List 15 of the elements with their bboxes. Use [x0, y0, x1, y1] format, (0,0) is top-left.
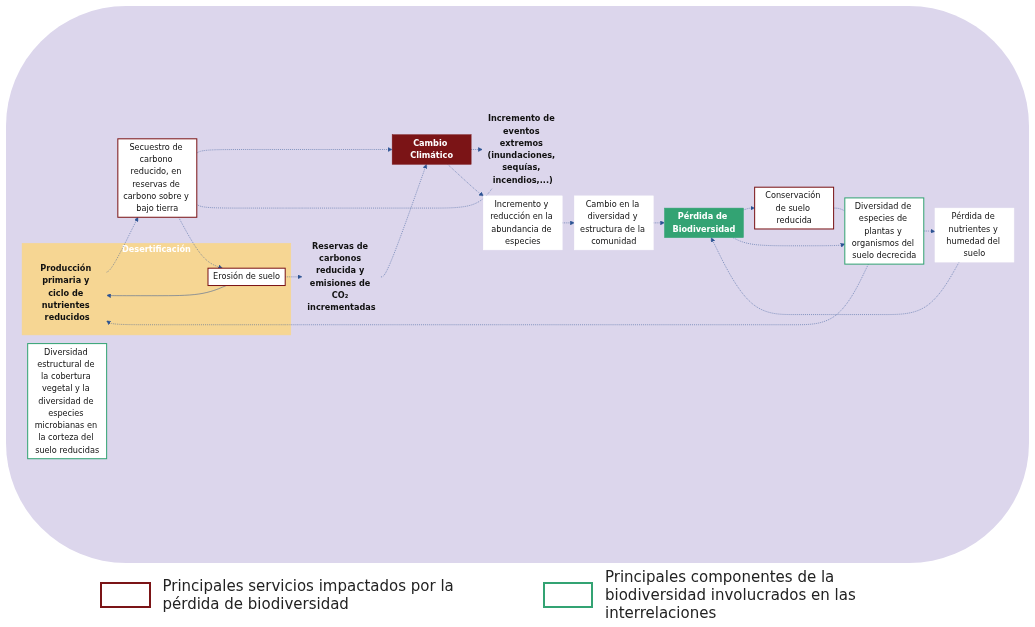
node-box: Pérdida de nutrientes y humedad del suelo: [934, 207, 1014, 263]
legend-text: Principales servicios impactados por la pérdida de biodiversidad: [162, 577, 455, 613]
node-text: Producción primaria y ciclo de nutrientes reducidos: [39, 263, 91, 323]
node-box: Incremento y reducción en la abundancia de especies: [482, 195, 562, 251]
node-box: Cambio Climático: [391, 134, 471, 165]
node-box: Erosión de suelo: [207, 267, 286, 287]
node-box: Secuestro de carbono reducido, en reservas de carbono sobre y bajo tierra: [116, 138, 197, 218]
node-text: Incremento de eventos extremos (inundaciones, sequías, incendios,...): [486, 113, 555, 185]
node-box: Conservación de suelo reducida: [753, 186, 834, 230]
node-box: Diversidad de especies de plantas y organismos del suelo decrecida: [843, 197, 924, 265]
node-box: Cambio en la diversidad y estructura de la comunidad: [573, 195, 654, 251]
node-text: Reservas de carbonos reducida y emisiones de CO₂ incrementadas: [306, 241, 376, 313]
legend-text: Principales componentes de la biodiversidad involucrados en las interrelaciones: [605, 568, 857, 622]
node-box: Diversidad estructural de la cobertura vegetal y la diversidad de especies microbianas en la corteza del suelo reducidas: [26, 343, 107, 460]
node-box: Pérdida de Biodiversidad: [663, 207, 744, 238]
